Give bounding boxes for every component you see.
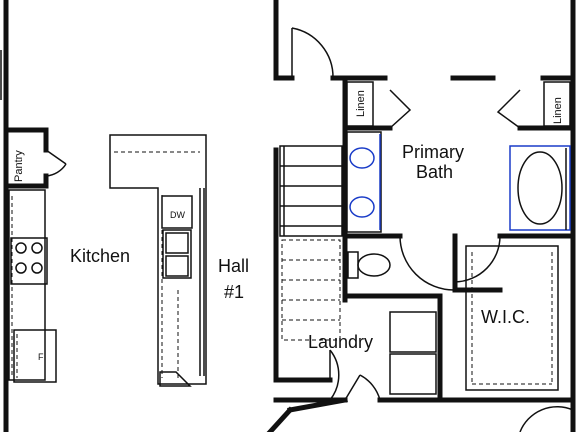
wic-label: W.I.C. [481, 307, 530, 327]
central-walls [266, 0, 576, 432]
dishwasher-label: DW [170, 210, 185, 220]
fridge-label: F [38, 352, 44, 362]
dishwasher [161, 195, 193, 229]
hall-label-line1: Hall [218, 256, 249, 276]
range-stove [10, 237, 48, 285]
pantry-label: Pantry [13, 150, 25, 182]
linen-label-right: Linen [552, 97, 564, 124]
pantry-door [45, 149, 67, 177]
wic-shelving [465, 245, 559, 391]
washer-dryer [389, 311, 437, 395]
linen-closet-left [342, 81, 412, 131]
island-end-detail [159, 188, 205, 387]
refrigerator [13, 329, 57, 383]
laundry-label: Laundry [308, 332, 373, 352]
linen-label-left: Linen [355, 90, 367, 117]
kitchen-label: Kitchen [70, 246, 130, 266]
linen-closet-right [496, 81, 576, 131]
bottom-right-door [519, 406, 574, 432]
hall-label-line2: #1 [224, 282, 244, 302]
laundry-door [329, 349, 381, 401]
bath-door [399, 235, 501, 291]
kitchen-walls [0, 0, 49, 432]
primary-bath-label-line2: Bath [416, 162, 453, 182]
bathtub [509, 145, 571, 231]
double-vanity [346, 131, 382, 233]
primary-bath-label-line1: Primary [402, 142, 464, 162]
kitchen-counter [8, 189, 46, 381]
kitchen-sink [162, 229, 192, 279]
top-door [291, 27, 334, 79]
toilet [347, 251, 391, 279]
stair [279, 145, 343, 341]
